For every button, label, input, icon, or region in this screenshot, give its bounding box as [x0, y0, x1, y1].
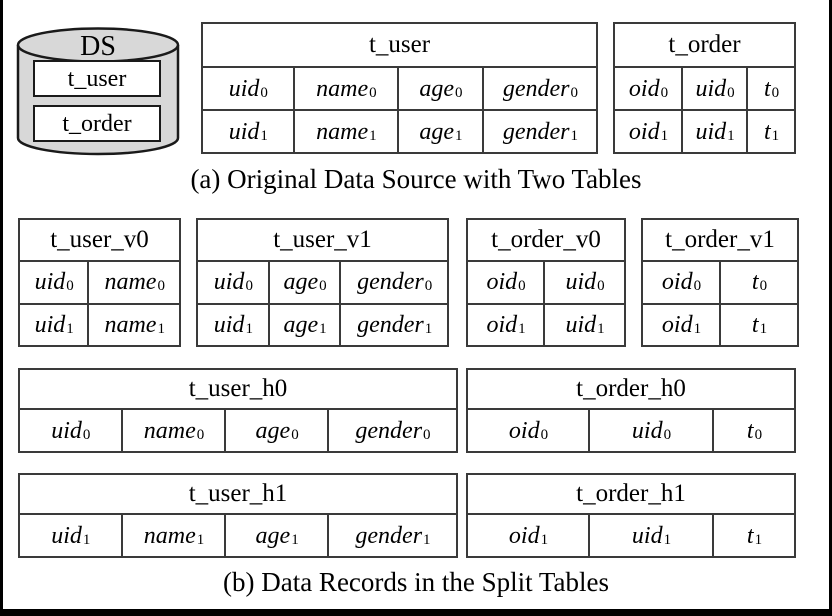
- table-title: t_order_v0: [468, 220, 624, 262]
- caption-b: (b) Data Records in the Split Tables: [222, 567, 610, 597]
- table-title: t_user_v0: [20, 220, 179, 262]
- datasource-cylinder: DS t_user t_order: [16, 25, 180, 158]
- caption-a: (a) Original Data Source with Two Tables: [190, 164, 642, 194]
- datasource-table-t-user: t_user: [33, 60, 161, 97]
- table-title: t_order_h1: [468, 475, 794, 515]
- table-title: t_user_v1: [198, 220, 447, 262]
- table-title: t_user_h0: [20, 370, 456, 410]
- datasource-label: DS: [80, 31, 116, 62]
- table-title: t_user_h1: [20, 475, 456, 515]
- table-title: t_user: [203, 24, 596, 68]
- datasource-table-t-order: t_order: [33, 105, 161, 142]
- table-title: t_order: [615, 24, 794, 68]
- table-title: t_order_v1: [643, 220, 797, 262]
- table-title: t_order_h0: [468, 370, 794, 410]
